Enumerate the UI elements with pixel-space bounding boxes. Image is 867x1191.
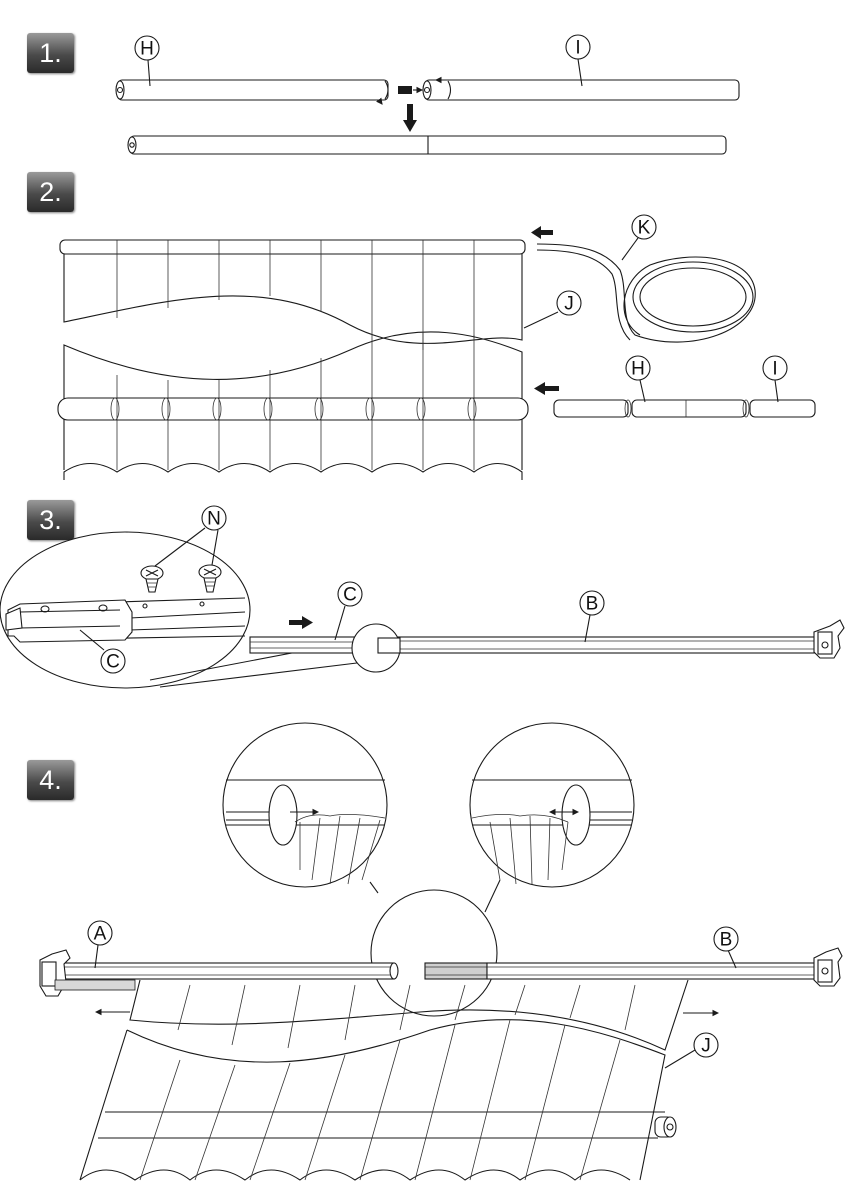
svg-text:K: K xyxy=(638,218,651,239)
screw-n-2 xyxy=(198,564,222,593)
svg-text:I: I xyxy=(772,359,777,380)
detail-magnifier xyxy=(0,531,366,689)
rail-b xyxy=(351,619,845,673)
step-4-badge: 4. xyxy=(27,760,74,800)
tube-segments-h-i xyxy=(553,399,816,418)
step-2-badge: 2. xyxy=(27,172,74,212)
rail-a xyxy=(39,949,399,997)
callout-h-segment: H xyxy=(625,355,651,403)
svg-text:I: I xyxy=(575,38,580,59)
callout-b-step4: B xyxy=(713,926,739,969)
callout-a: A xyxy=(87,920,113,969)
callout-k: K xyxy=(621,214,657,261)
insert-arrow-bottom-icon xyxy=(534,382,559,395)
step-4-illustration: A B J xyxy=(39,722,843,1181)
callout-c: C xyxy=(334,581,363,641)
detail-circle-right xyxy=(469,722,635,888)
callout-n: N xyxy=(154,505,227,567)
svg-text:J: J xyxy=(701,1036,711,1057)
callout-j: J xyxy=(523,290,582,329)
svg-text:C: C xyxy=(343,585,357,606)
detail-circle-center xyxy=(369,879,501,1017)
step-3-badge: 3. xyxy=(27,500,74,540)
callout-i: I xyxy=(565,34,591,87)
callout-j-step4: J xyxy=(664,1032,719,1069)
screw-n-1 xyxy=(140,565,164,593)
svg-text:N: N xyxy=(207,509,221,530)
step-1-badge: 1. xyxy=(27,33,74,73)
joined-tube xyxy=(127,135,727,155)
awning-fabric-j xyxy=(57,239,529,482)
callout-c-detail: C xyxy=(79,629,126,674)
svg-text:B: B xyxy=(586,594,599,615)
callout-h: H xyxy=(134,35,160,87)
step-2-illustration: K J H xyxy=(57,214,816,482)
down-arrow-icon xyxy=(403,104,417,132)
svg-text:C: C xyxy=(106,652,120,673)
insert-c xyxy=(249,636,369,654)
tube-connector xyxy=(398,86,412,94)
insert-arrow-top-icon xyxy=(531,226,553,239)
step-1-illustration: H I xyxy=(115,34,740,155)
tube-i xyxy=(422,76,740,101)
bottom-tube-end xyxy=(654,1116,677,1138)
step-3-illustration: N C C xyxy=(0,505,845,689)
svg-text:H: H xyxy=(140,39,154,60)
svg-text:J: J xyxy=(564,294,574,315)
svg-text:A: A xyxy=(94,924,107,945)
cord-k xyxy=(536,243,756,343)
callout-i-segment: I xyxy=(762,355,788,403)
insert-arrow-right-icon xyxy=(289,616,313,629)
svg-text:H: H xyxy=(631,359,645,380)
callout-b: B xyxy=(579,590,605,643)
detail-circle-left xyxy=(222,722,388,888)
tube-h xyxy=(115,79,389,105)
svg-text:B: B xyxy=(720,930,733,951)
rail-b-step4 xyxy=(424,947,843,987)
awning-fabric-j-step4 xyxy=(79,979,689,1181)
